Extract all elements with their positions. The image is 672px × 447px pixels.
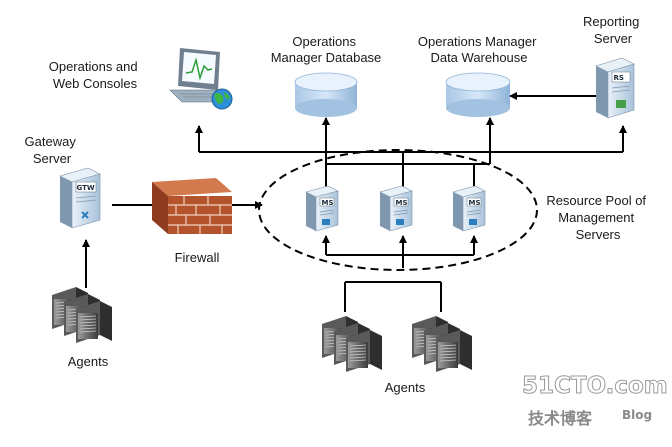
reporting-label: Reporting Server [583,14,643,46]
agents-bottom-rack-right-icon [411,315,473,373]
ms-server-2: MS [379,185,413,232]
connections [82,92,627,312]
watermark-sub: 技术博客 [528,409,593,428]
globe-icon [211,88,233,110]
resource-pool-label: Resource Pool of Management Servers [546,193,649,242]
watermark-brand: 51CTO.com [522,373,668,399]
ms-tag-1: MS [322,199,334,207]
watermark-blog: Blog [622,408,652,422]
agents-bottom-label: Agents [385,380,426,395]
agents-bottom-rack-left-icon [321,315,383,373]
ops-db-label: Operations Manager Database [271,34,382,65]
consoles-label: Operations and Web Consoles [49,59,142,91]
firewall-label: Firewall [175,250,220,265]
agents-left-rack-icon [51,286,113,344]
ms-server-1: MS [305,185,339,232]
reporting-server-icon: RS [595,57,635,119]
ms-tag-2: MS [396,199,408,207]
ms-tag-3: MS [469,199,481,207]
ops-db-icon [294,72,358,117]
gtw-tag: GTW [77,184,95,192]
watermark-logo: 51CTO.com 技术博客 Blog [522,373,669,429]
dw-label: Operations Manager Data Warehouse [418,34,540,65]
resource-pool-ellipse [258,149,538,271]
ms-server-3: MS [452,185,486,232]
firewall-icon [152,178,232,234]
rs-tag: RS [614,74,624,82]
gateway-server-icon: GTW [59,167,101,229]
agents-left-label: Agents [68,354,109,369]
gateway-label: Gateway Server [25,134,80,166]
dw-db-icon [445,72,511,117]
